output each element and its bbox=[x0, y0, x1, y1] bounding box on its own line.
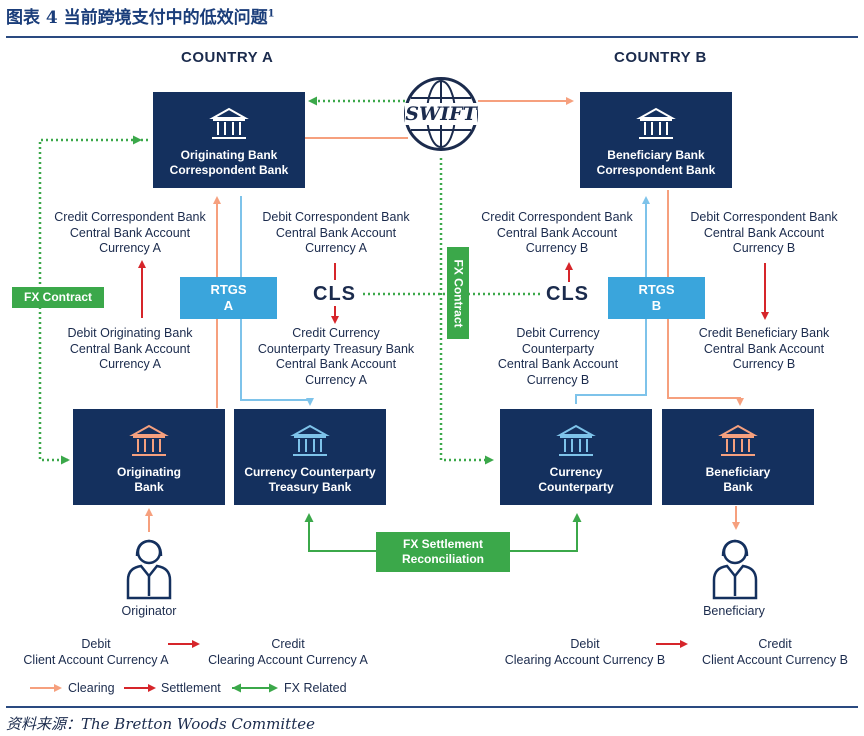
bottom-debit-clearing-b: Debit Clearing Account Currency B bbox=[504, 637, 666, 667]
bank-icon bbox=[718, 424, 758, 456]
bottom-debit-client-a: Debit Client Account Currency A bbox=[23, 637, 169, 667]
figure-title-text: 图表 4 当前跨境支付中的低效问题 bbox=[6, 8, 268, 28]
label-debit-orig-a: Debit Originating Bank Central Bank Acco… bbox=[67, 326, 193, 371]
box-label: Currency Counterparty bbox=[538, 465, 614, 494]
title-rule bbox=[6, 36, 858, 38]
figure-title: 图表 4 当前跨境支付中的低效问题1 bbox=[6, 3, 275, 28]
bank-icon bbox=[636, 107, 676, 139]
rtgs-a-label: RTGS A bbox=[210, 282, 247, 313]
fx-contract-left: FX Contract bbox=[12, 287, 104, 308]
label-credit-corr-b: Credit Correspondent Bank Central Bank A… bbox=[481, 210, 633, 255]
box-beneficiary-correspondent: Beneficiary Bank Correspondent Bank bbox=[580, 92, 732, 188]
fx-contract-vertical-label: FX Contract bbox=[451, 258, 466, 327]
fx-left-loop bbox=[38, 138, 148, 465]
box-label: Beneficiary Bank Correspondent Bank bbox=[596, 148, 716, 177]
label-debit-ccy-cp: Debit Currency Counterparty Central Bank… bbox=[497, 326, 619, 387]
originator-person-icon bbox=[126, 539, 172, 600]
fx-settlement-box: FX Settlement Reconciliation bbox=[376, 532, 510, 572]
fx-recon-right bbox=[510, 513, 582, 552]
source-note: 资料来源：The Bretton Woods Committee bbox=[6, 715, 315, 733]
beneficiary-person-icon bbox=[712, 539, 758, 600]
box-originating-correspondent: Originating Bank Correspondent Bank bbox=[153, 92, 305, 188]
cls-logo-a: CLS bbox=[309, 283, 360, 306]
box-currency-counterparty-treasury: Currency Counterparty Treasury Bank bbox=[234, 409, 386, 505]
box-label: Originating Bank Correspondent Bank bbox=[169, 148, 289, 177]
bank-icon bbox=[556, 424, 596, 456]
source-rule bbox=[6, 706, 858, 708]
bank-icon bbox=[290, 424, 330, 456]
originator-label: Originator bbox=[121, 604, 177, 618]
country-b-heading: COUNTRY B bbox=[614, 49, 707, 66]
bank-icon bbox=[209, 107, 249, 139]
rtgs-b-label: RTGS B bbox=[638, 282, 675, 313]
box-label: Currency Counterparty Treasury Bank bbox=[244, 465, 376, 494]
box-currency-counterparty: Currency Counterparty bbox=[500, 409, 652, 505]
label-debit-corr-a: Debit Correspondent Bank Central Bank Ac… bbox=[262, 210, 410, 255]
box-label: Beneficiary Bank bbox=[705, 465, 771, 494]
legend-clearing: Clearing bbox=[68, 681, 115, 695]
box-label: Originating Bank bbox=[117, 465, 181, 494]
box-beneficiary-bank: Beneficiary Bank bbox=[662, 409, 814, 505]
legend-fx-related: FX Related bbox=[284, 681, 347, 695]
label-credit-ben: Credit Beneficiary Bank Central Bank Acc… bbox=[698, 326, 830, 371]
country-a-heading: COUNTRY A bbox=[181, 49, 274, 66]
rtgs-a-box: RTGS A bbox=[180, 277, 277, 319]
label-credit-ccy-treasury: Credit Currency Counterparty Treasury Ba… bbox=[257, 326, 415, 387]
fx-contract-vertical: FX Contract bbox=[447, 247, 469, 339]
swift-label: SWIFT bbox=[405, 103, 477, 125]
rtgs-b-box: RTGS B bbox=[608, 277, 705, 319]
label-debit-corr-b: Debit Correspondent Bank Central Bank Ac… bbox=[690, 210, 838, 255]
fx-swift-to-ccy-cp bbox=[439, 158, 494, 465]
bank-icon bbox=[129, 424, 169, 456]
box-originating-bank: Originating Bank bbox=[73, 409, 225, 505]
swift-globe: SWIFT bbox=[404, 77, 478, 151]
fx-settlement-label: FX Settlement Reconciliation bbox=[401, 537, 484, 566]
cls-logo-b: CLS bbox=[542, 283, 593, 306]
beneficiary-label: Beneficiary bbox=[703, 604, 765, 618]
fx-recon-left bbox=[304, 513, 376, 552]
bottom-credit-client-b: Credit Client Account Currency B bbox=[702, 637, 848, 667]
bottom-credit-clearing-a: Credit Clearing Account Currency A bbox=[208, 637, 368, 667]
label-credit-corr-a: Credit Correspondent Bank Central Bank A… bbox=[54, 210, 206, 255]
figure-title-footnote: 1 bbox=[267, 8, 275, 20]
legend-settlement: Settlement bbox=[161, 681, 221, 695]
